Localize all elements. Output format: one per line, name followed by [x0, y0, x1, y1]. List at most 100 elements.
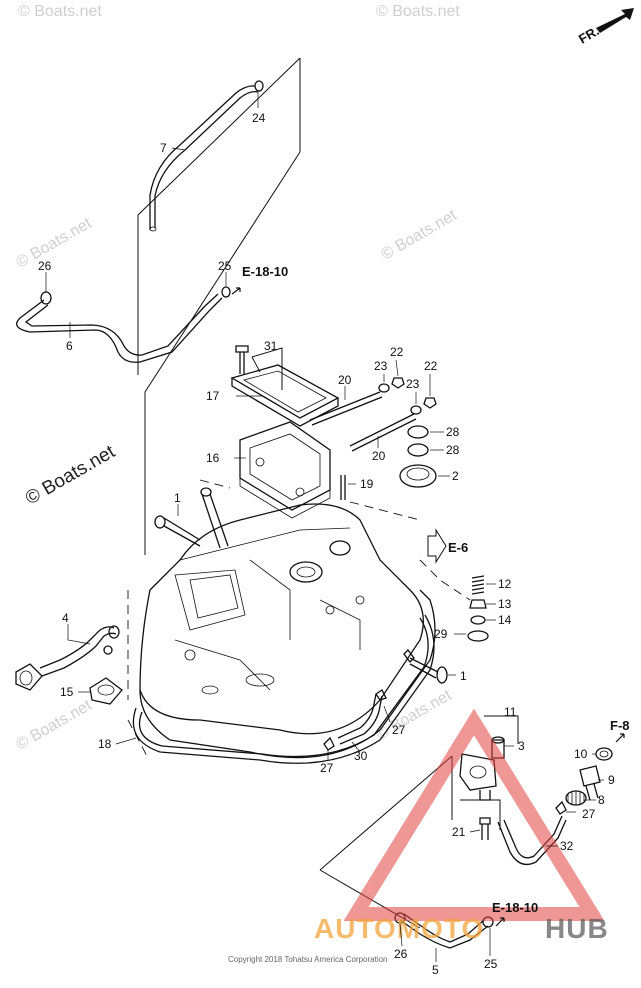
ref-label-f8: F-8	[610, 718, 630, 733]
ref-arrow-e6: E-6	[427, 528, 468, 564]
clip-27-upper	[375, 689, 387, 701]
bolt-31	[235, 345, 249, 374]
callout-30: 30	[354, 749, 368, 763]
logo-text-hub: HUB	[545, 913, 609, 944]
watermark-top-right: © Boats.net	[376, 3, 460, 20]
leader-lines	[45, 92, 604, 962]
ref-arrow-e18-10-top: E-18-10	[231, 264, 288, 295]
callout-26-top: 26	[38, 259, 52, 273]
watermark-top-left: © Boats.net	[18, 3, 102, 20]
front-direction-arrow: FR.	[576, 8, 634, 47]
fitting-9	[579, 765, 601, 801]
ref-label-e6: E-6	[448, 540, 468, 555]
frame-hose-group-outer	[137, 57, 301, 375]
cap-10	[595, 747, 613, 761]
front-direction-label: FR.	[576, 23, 602, 46]
nut-22-upper	[391, 377, 405, 389]
hose-30	[337, 693, 383, 745]
callout-28-upper: 28	[446, 425, 460, 439]
leader-box-11	[484, 715, 519, 744]
bolt-1-upper	[154, 515, 201, 547]
dowel-pin	[200, 487, 229, 549]
nut-22-lower	[423, 397, 437, 409]
watermark-large: © Boats.net	[22, 441, 119, 509]
watermark-low-right: © Boats.net	[374, 687, 456, 744]
callout-1-lower: 1	[460, 669, 467, 683]
callout-21: 21	[452, 825, 466, 839]
hose-4	[39, 625, 120, 677]
grommet-4-end	[15, 663, 43, 691]
callout-29: 29	[434, 627, 448, 641]
clamp-25-top	[221, 286, 231, 298]
grommet-15	[89, 677, 123, 705]
callout-7: 7	[160, 141, 167, 155]
callout-25-bottom: 25	[484, 957, 498, 971]
callout-2: 2	[452, 469, 459, 483]
spring-12	[471, 575, 485, 595]
valve-13	[469, 599, 487, 609]
callout-23-upper: 23	[374, 359, 388, 373]
callout-8: 8	[598, 793, 605, 807]
callout-9: 9	[608, 773, 615, 787]
stud-20-upper	[309, 391, 383, 426]
callout-4: 4	[62, 611, 69, 625]
gear-8	[565, 790, 587, 806]
callout-16: 16	[206, 451, 220, 465]
o-ring-14	[470, 615, 486, 625]
callout-23-lower: 23	[406, 377, 420, 391]
mount-ring-2	[399, 464, 437, 488]
ref-arrow-e18-10-bottom: E-18-10	[492, 900, 538, 927]
watermark-low-left: © Boats.net	[14, 697, 96, 754]
bolt-21	[479, 817, 491, 840]
callout-20-lower: 20	[372, 449, 386, 463]
callout-14: 14	[498, 613, 512, 627]
frame-hose-group-inner	[144, 151, 301, 555]
callout-11: 11	[504, 705, 517, 719]
seal-28-upper	[407, 425, 429, 439]
callout-12: 12	[498, 577, 512, 591]
seal-28-lower	[407, 443, 429, 457]
callout-25-top: 25	[218, 259, 232, 273]
ref-arrow-f8: F-8	[610, 718, 630, 743]
callout-13: 13	[498, 597, 512, 611]
callout-24: 24	[252, 111, 266, 125]
callout-20-upper: 20	[338, 373, 352, 387]
guide-dash-right	[419, 559, 471, 601]
watermark-mid-right: © Boats.net	[379, 207, 461, 264]
clamp-hose-4	[103, 645, 113, 655]
clip-27-right	[555, 800, 567, 815]
o-ring-29	[467, 630, 489, 642]
callout-27-right: 27	[582, 807, 596, 821]
copyright-text: Copyright 2018 Tohatsu America Corporati…	[228, 955, 388, 964]
hose-5	[399, 913, 489, 949]
callout-19: 19	[360, 477, 374, 491]
callout-15: 15	[60, 685, 74, 699]
callout-28-lower: 28	[446, 443, 460, 457]
callout-22-lower: 22	[424, 359, 438, 373]
washer-23-upper	[378, 383, 390, 393]
cover-17	[230, 364, 340, 427]
ref-label-e18-10-bottom: E-18-10	[492, 900, 538, 915]
callout-22-upper: 22	[390, 345, 404, 359]
callout-17: 17	[206, 389, 220, 403]
leader-box-housing	[460, 799, 501, 830]
callout-27-left: 27	[320, 761, 334, 775]
clip-27-left	[323, 736, 335, 751]
callout-31: 31	[264, 339, 278, 353]
callout-1-upper: 1	[174, 491, 181, 505]
callout-27-upper: 27	[392, 723, 406, 737]
hose-6	[16, 293, 223, 363]
hose-32	[497, 815, 567, 866]
gasket-18	[132, 614, 435, 764]
hose-7	[149, 85, 259, 232]
leader-box-31	[251, 347, 283, 390]
stud-19	[340, 475, 346, 500]
callout-3: 3	[518, 739, 525, 753]
callout-6: 6	[66, 339, 73, 353]
callout-18: 18	[98, 737, 112, 751]
callout-32: 32	[560, 839, 574, 853]
clamp-24	[254, 80, 264, 92]
guide-dash-left	[127, 590, 149, 759]
